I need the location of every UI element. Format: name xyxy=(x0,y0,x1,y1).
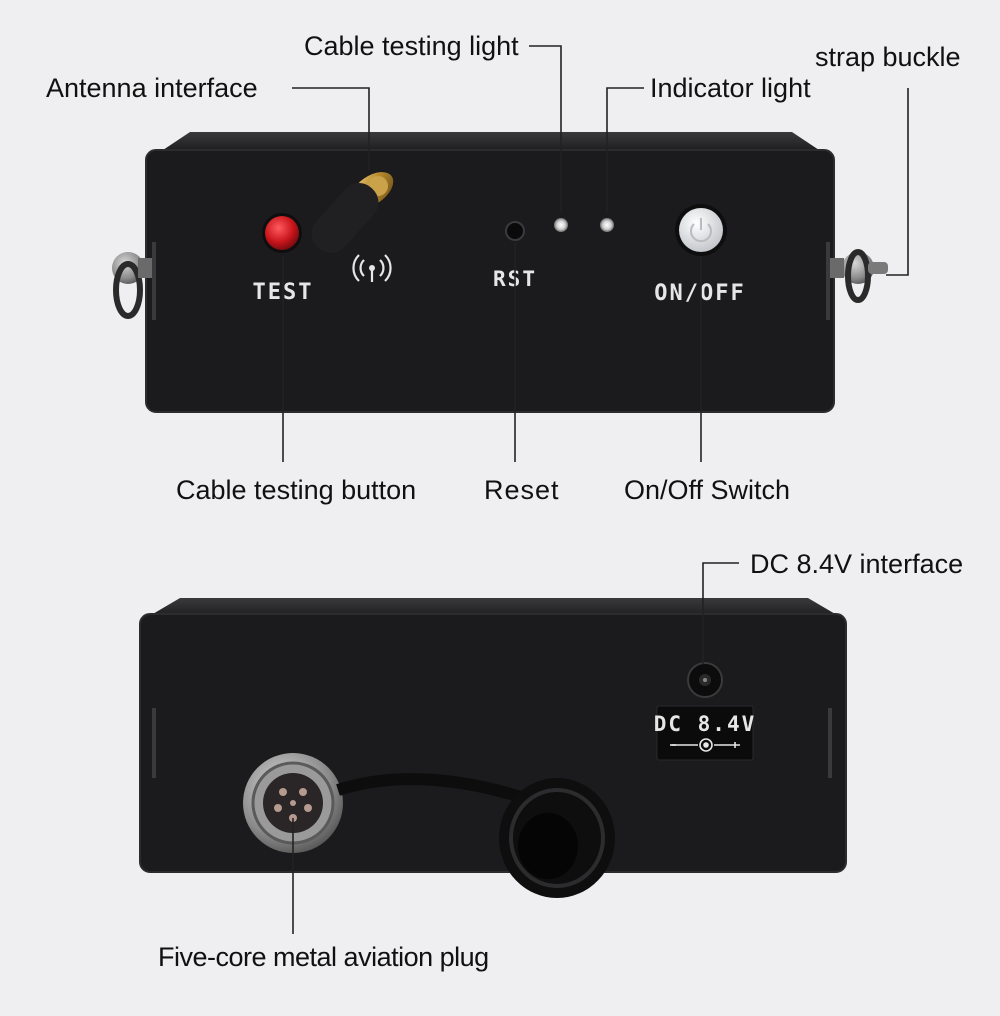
cable-testing-led xyxy=(554,218,568,232)
left-strap-buckle xyxy=(112,252,152,319)
dc-label-plate xyxy=(656,705,754,761)
reset-hole[interactable] xyxy=(505,221,525,241)
dc-label: DC 8.4V xyxy=(654,712,757,736)
front-device: TEST RST ON/OFF xyxy=(112,132,888,413)
front-leader-lines xyxy=(282,45,909,462)
callout-indicator-light: Indicator light xyxy=(650,73,811,103)
callout-reset: Reset xyxy=(484,475,560,505)
antenna-body xyxy=(311,182,379,254)
rear-leader-lines xyxy=(292,562,739,934)
callout-strap-buckle: strap buckle xyxy=(815,42,961,72)
leader-dc-interface xyxy=(702,562,739,664)
callout-aviation-plug: Five-core metal aviation plug xyxy=(158,942,489,972)
wireless-signal-icon xyxy=(352,254,392,282)
leader-indicator-light xyxy=(606,87,644,212)
leader-antenna-interface xyxy=(292,87,370,170)
right-strap-buckle xyxy=(830,249,888,303)
on-off-label: ON/OFF xyxy=(654,281,745,306)
leader-strap-buckle xyxy=(886,88,909,276)
callout-cable-testing-button: Cable testing button xyxy=(176,475,417,505)
cable-testing-button[interactable] xyxy=(265,216,299,250)
power-icon xyxy=(690,218,712,243)
callout-antenna-interface: Antenna interface xyxy=(46,73,258,103)
test-label: TEST xyxy=(253,280,314,305)
callout-on-off-switch: On/Off Switch xyxy=(624,475,791,505)
callout-dc-interface: DC 8.4V interface xyxy=(750,549,964,579)
indicator-led xyxy=(600,218,614,232)
dc-polarity-icon xyxy=(670,738,740,752)
plug-dust-cap xyxy=(499,778,615,898)
antenna-interface xyxy=(311,172,394,254)
aviation-plug[interactable] xyxy=(243,753,343,853)
front-device-lid xyxy=(160,132,822,152)
plug-cap-strap xyxy=(336,773,532,806)
leader-cable-testing-light xyxy=(529,45,562,212)
front-device-body xyxy=(146,150,834,412)
rst-label: RST xyxy=(493,267,537,291)
callout-cable-testing-light: Cable testing light xyxy=(304,31,519,61)
rear-device: DC 8.4V xyxy=(139,598,847,898)
